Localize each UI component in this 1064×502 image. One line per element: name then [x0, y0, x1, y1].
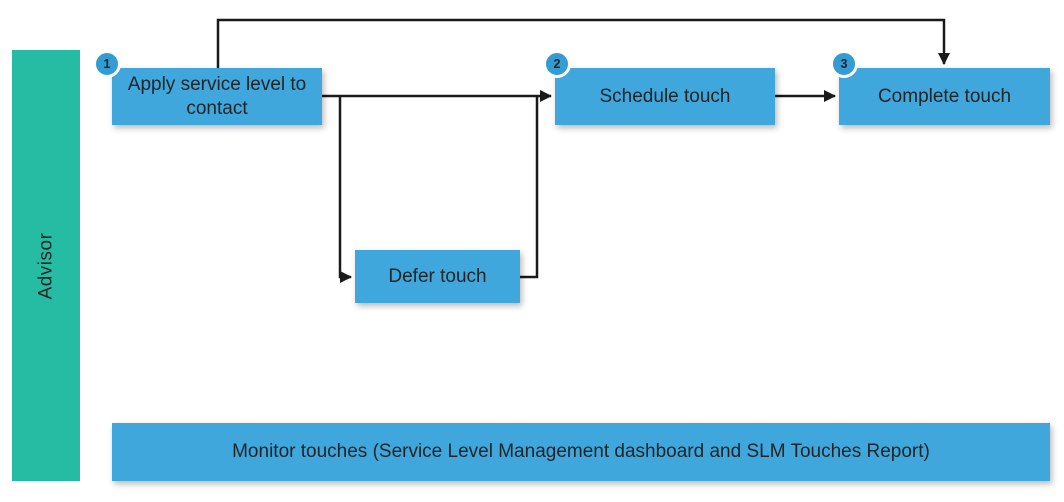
connector-defer-to-schedule	[520, 97, 539, 279]
step-complete-touch: 3 Complete touch	[830, 50, 1050, 125]
swimlane-advisor: Advisor	[12, 50, 80, 481]
step-label: Defer touch	[388, 265, 487, 287]
step-defer-touch: Defer touch	[355, 250, 520, 303]
step-apply-service-level: 1 Apply service level to contact	[93, 50, 322, 125]
monitor-touches-bar: Monitor touches (Service Level Managemen…	[112, 423, 1050, 481]
step-number-badge-2: 2	[543, 50, 571, 78]
step-number-badge-1: 1	[93, 50, 121, 78]
step-label: Apply service level to contact	[127, 73, 307, 119]
step-number-badge-3: 3	[830, 50, 858, 78]
swimlane-label: Advisor	[34, 232, 56, 299]
step-label: Schedule touch	[599, 85, 731, 107]
step-schedule-touch: 2 Schedule touch	[543, 50, 775, 125]
connector-apply-to-defer	[338, 96, 352, 283]
monitor-label: Monitor touches (Service Level Managemen…	[232, 441, 930, 463]
step-label: Complete touch	[877, 85, 1012, 107]
